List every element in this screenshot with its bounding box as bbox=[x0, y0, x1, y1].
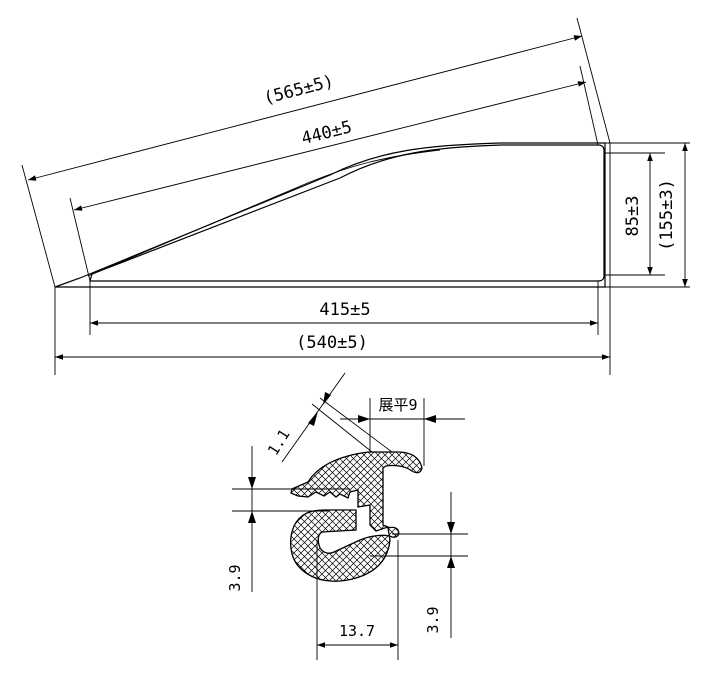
dim-overall-bottom: (540±5) bbox=[296, 333, 368, 353]
ext-line-slant-left-outer bbox=[21, 164, 56, 288]
profile-upper-lip bbox=[290, 451, 423, 532]
ext-line-slant-right-outer bbox=[576, 17, 611, 144]
profile-lower-body bbox=[289, 509, 400, 582]
top-view: (565±5) 440±5 415±5 (540±5) 85±3 (155±3) bbox=[21, 17, 690, 375]
dim-inner-bottom: 415±5 bbox=[319, 300, 370, 320]
dim-inner-height: 85±3 bbox=[623, 196, 643, 237]
ext-line-slant-left-inner bbox=[69, 197, 91, 282]
dim-inner-slant: 440±5 bbox=[300, 117, 355, 149]
ext-line-slant-right-inner bbox=[579, 65, 599, 146]
dim-line-inner-slant bbox=[73, 81, 587, 211]
section-view: 展平9 1.1 3.9 3.9 13.7 bbox=[226, 372, 468, 660]
dim-right-gap: 3.9 bbox=[424, 606, 442, 633]
dim-thickness: 1.1 bbox=[264, 426, 294, 459]
outer-outline bbox=[54, 142, 606, 288]
ext-line-thickness-b bbox=[319, 397, 393, 453]
ext-line-thickness-a bbox=[311, 403, 373, 453]
dim-bottom-width: 13.7 bbox=[339, 622, 375, 640]
dim-overall-height: (155±3) bbox=[657, 179, 677, 251]
profile-curve bbox=[87, 149, 441, 277]
dim-arrows-thickness bbox=[308, 392, 331, 426]
dim-line-overall-slant bbox=[27, 35, 583, 181]
dim-arrows-right-gap bbox=[447, 522, 455, 568]
dim-left-gap: 3.9 bbox=[226, 564, 244, 591]
dim-arrows-left-gap bbox=[248, 477, 256, 523]
dim-flat-width: 展平9 bbox=[378, 396, 417, 414]
inner-outline bbox=[89, 144, 605, 282]
